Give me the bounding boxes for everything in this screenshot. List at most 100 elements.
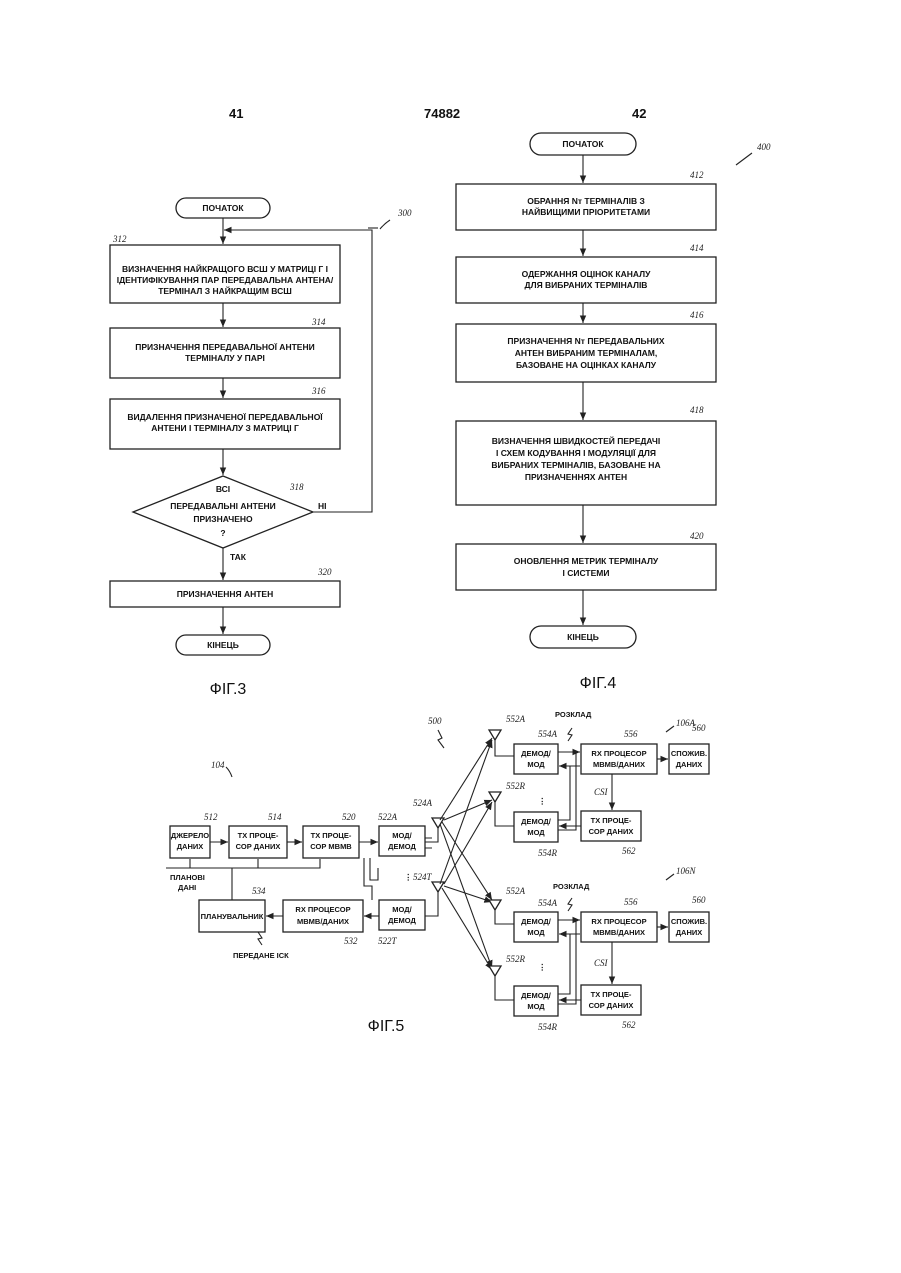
fig5-term-n-tx-l1: TX ПРОЦЕ- bbox=[591, 990, 632, 999]
fig3-312-line2: ІДЕНТИФІКУВАННЯ ПАР ПЕРЕДАВАЛЬНА АНТЕНА/ bbox=[117, 275, 334, 285]
fig5-sched-info-l1: ПЛАНОВІ bbox=[170, 873, 205, 882]
fig5-term-a-mark bbox=[666, 726, 674, 732]
fig5-term-a-demodr-l2: МОД bbox=[527, 828, 545, 837]
fig5-ref-522a: 522A bbox=[378, 812, 398, 822]
fig5-modt-l2: ДЕМОД bbox=[388, 916, 416, 925]
fig5-term-a-rx-l2: МВМВ/ДАНИХ bbox=[593, 760, 645, 769]
fig5-link-5 bbox=[440, 740, 492, 884]
fig5-term-n-demoda-l1: ДЕМОД/ bbox=[521, 917, 552, 926]
fig3-ref: 300 bbox=[397, 208, 412, 218]
fig5-sched-to-tx bbox=[232, 859, 258, 868]
fig4-ref-420: 420 bbox=[690, 531, 704, 541]
fig3-318-line1: ВСІ bbox=[216, 484, 230, 494]
fig5-source-l1: ДЖЕРЕЛО bbox=[171, 831, 209, 840]
fig5-ref-534: 534 bbox=[252, 886, 266, 896]
fig5-csi-bolt bbox=[258, 932, 262, 945]
fig5-scheduler-label: ПЛАНУВАЛЬНИК bbox=[201, 912, 264, 921]
fig4-ref-416: 416 bbox=[690, 310, 704, 320]
fig3-ref-squiggle bbox=[380, 220, 390, 229]
fig5-term-a-demoda-ref: 554A bbox=[538, 729, 558, 739]
fig3-no-label: НІ bbox=[318, 501, 327, 511]
fig4-418-line4: ПРИЗНАЧЕННЯХ АНТЕН bbox=[525, 472, 627, 482]
fig5-moda-l2: ДЕМОД bbox=[388, 842, 416, 851]
fig5-term-n-antenna-r bbox=[489, 966, 501, 976]
fig5-term-n-sink-ref: 560 bbox=[692, 895, 706, 905]
fig5-term-n-demoda-l2: МОД bbox=[527, 928, 545, 937]
fig5-term-a-tx-ref: 562 bbox=[622, 846, 636, 856]
fig3-312-line3: ТЕРМІНАЛ З НАЙКРАЩИМ ВСШ bbox=[158, 285, 292, 296]
fig3-end-label: КІНЕЦЬ bbox=[207, 640, 239, 650]
fig5-term-n-tx-ref: 562 bbox=[622, 1020, 636, 1030]
fig4-ref-412: 412 bbox=[690, 170, 704, 180]
fig5-ap-ref: 104 bbox=[211, 760, 225, 770]
fig5-ref-512: 512 bbox=[204, 812, 218, 822]
fig4-start-label: ПОЧАТОК bbox=[562, 139, 604, 149]
fig3-ref-316: 316 bbox=[311, 386, 326, 396]
fig5-term-n-demodr-ref: 554R bbox=[538, 1022, 558, 1032]
fig5-ref-squiggle bbox=[438, 730, 444, 748]
fig5-term-n-demodr-l2: МОД bbox=[527, 1002, 545, 1011]
fig5-sched-info-l2: ДАНІ bbox=[178, 883, 196, 892]
fig5-term-n-ant-a-feed bbox=[495, 910, 514, 924]
fig3-314-line2: ТЕРМІНАЛУ У ПАРІ bbox=[185, 353, 265, 363]
fig5-sched-info-line bbox=[166, 859, 320, 868]
fig4-416-line1: ПРИЗНАЧЕННЯ Nт ПЕРЕДАВАЛЬНИХ bbox=[507, 336, 664, 346]
fig5-terminal-a: 106A РОЗКЛАД 552A 552R ⋮ ДЕМОД/ МОД 554A… bbox=[489, 710, 709, 858]
fig5-term-n-ant-r-feed bbox=[495, 976, 514, 1000]
fig4-414-line2: ДЛЯ ВИБРАНИХ ТЕРМІНАЛІВ bbox=[525, 280, 648, 290]
fig5-term-n-rx-ref: 556 bbox=[624, 897, 638, 907]
fig3-ref-320: 320 bbox=[317, 567, 332, 577]
fig5-ap-squiggle bbox=[226, 767, 232, 777]
fig5-term-n-bolt bbox=[568, 898, 572, 911]
fig5-ref-522t: 522T bbox=[378, 936, 398, 946]
fig4-416-line3: БАЗОВАНЕ НА ОЦІНКАХ КАНАЛУ bbox=[516, 360, 657, 370]
fig5-term-n-sink-l1: СПОЖИВ. bbox=[671, 917, 707, 926]
fig5-term-n-demoda-ref: 554A bbox=[538, 898, 558, 908]
fig5-term-a-sink-l1: СПОЖИВ. bbox=[671, 749, 707, 758]
fig3-yes-label: ТАК bbox=[230, 552, 247, 562]
fig5-term-n-schedule: РОЗКЛАД bbox=[553, 882, 590, 891]
fig5-term-n-mark bbox=[666, 874, 674, 880]
fig3-312-line1: ВИЗНАЧЕННЯ НАЙКРАЩОГО ВСШ У МАТРИЦІ Г І bbox=[122, 263, 328, 274]
fig3-ref-314: 314 bbox=[311, 317, 326, 327]
fig5-term-n-dots: ⋮ bbox=[538, 962, 547, 972]
fig5-ant-a-feed bbox=[425, 826, 438, 842]
fig4-ref-414: 414 bbox=[690, 243, 704, 253]
fig5-moda-l1: МОД/ bbox=[392, 831, 412, 840]
fig5-txmimo-l2: СОР МВМВ bbox=[310, 842, 352, 851]
fig5-term-a-sink-l2: ДАНИХ bbox=[676, 760, 703, 769]
fig5-term-n-cross bbox=[558, 920, 576, 1004]
fig5-txmimo-l1: TX ПРОЦЕ- bbox=[311, 831, 352, 840]
fig5-term-a-bolt bbox=[568, 728, 572, 741]
fig3-caption: ФІГ.3 bbox=[210, 681, 247, 698]
fig4-ref-418: 418 bbox=[690, 405, 704, 415]
fig5-mod-cross-b bbox=[370, 858, 378, 880]
fig3-318-line3: ПРИЗНАЧЕНО bbox=[193, 514, 253, 524]
fig5-term-a-schedule: РОЗКЛАД bbox=[555, 710, 592, 719]
fig4-caption: ФІГ.4 bbox=[580, 675, 617, 692]
fig3-318-line2: ПЕРЕДАВАЛЬНІ АНТЕНИ bbox=[170, 501, 276, 511]
fig5-term-a-demoda-l1: ДЕМОД/ bbox=[521, 749, 552, 758]
fig5-term-a-ant-a-ref: 552A bbox=[506, 714, 526, 724]
fig5-modt-l1: МОД/ bbox=[392, 905, 412, 914]
fig5-term-n-sink-l2: ДАНИХ bbox=[676, 928, 703, 937]
fig5-ref-520: 520 bbox=[342, 812, 356, 822]
fig5-term-a-ant-a-feed bbox=[495, 740, 514, 756]
fig5-term-n-ant-r-ref: 552R bbox=[506, 954, 526, 964]
fig4-412-line1: ОБРАННЯ Nт ТЕРМІНАЛІВ З bbox=[527, 196, 645, 206]
fig5-term-a-antenna-a bbox=[489, 730, 501, 740]
fig5-term-a-demoda-l2: МОД bbox=[527, 760, 545, 769]
fig5-term-a-rx-ref: 556 bbox=[624, 729, 638, 739]
fig4-414-line1: ОДЕРЖАННЯ ОЦІНОК КАНАЛУ bbox=[522, 269, 652, 279]
fig3-320-label: ПРИЗНАЧЕННЯ АНТЕН bbox=[177, 589, 274, 599]
fig5-ref-524t: 524T bbox=[413, 872, 433, 882]
fig3-start-label: ПОЧАТОК bbox=[202, 203, 244, 213]
fig5-ref: 500 bbox=[428, 716, 442, 726]
fig4-418-line2: І СХЕМ КОДУВАННЯ І МОДУЛЯЦІЇ ДЛЯ bbox=[496, 448, 656, 458]
fig3-316-line1: ВИДАЛЕННЯ ПРИЗНАЧЕНОЇ ПЕРЕДАВАЛЬНОЇ bbox=[127, 412, 323, 422]
fig5-rxmimo-l2: МВМВ/ДАНИХ bbox=[297, 917, 349, 926]
fig5-ant-t-feed bbox=[425, 890, 438, 916]
fig5-term-a-tx-l2: СОР ДАНИХ bbox=[589, 827, 634, 836]
fig4-end-label: КІНЕЦЬ bbox=[567, 632, 599, 642]
